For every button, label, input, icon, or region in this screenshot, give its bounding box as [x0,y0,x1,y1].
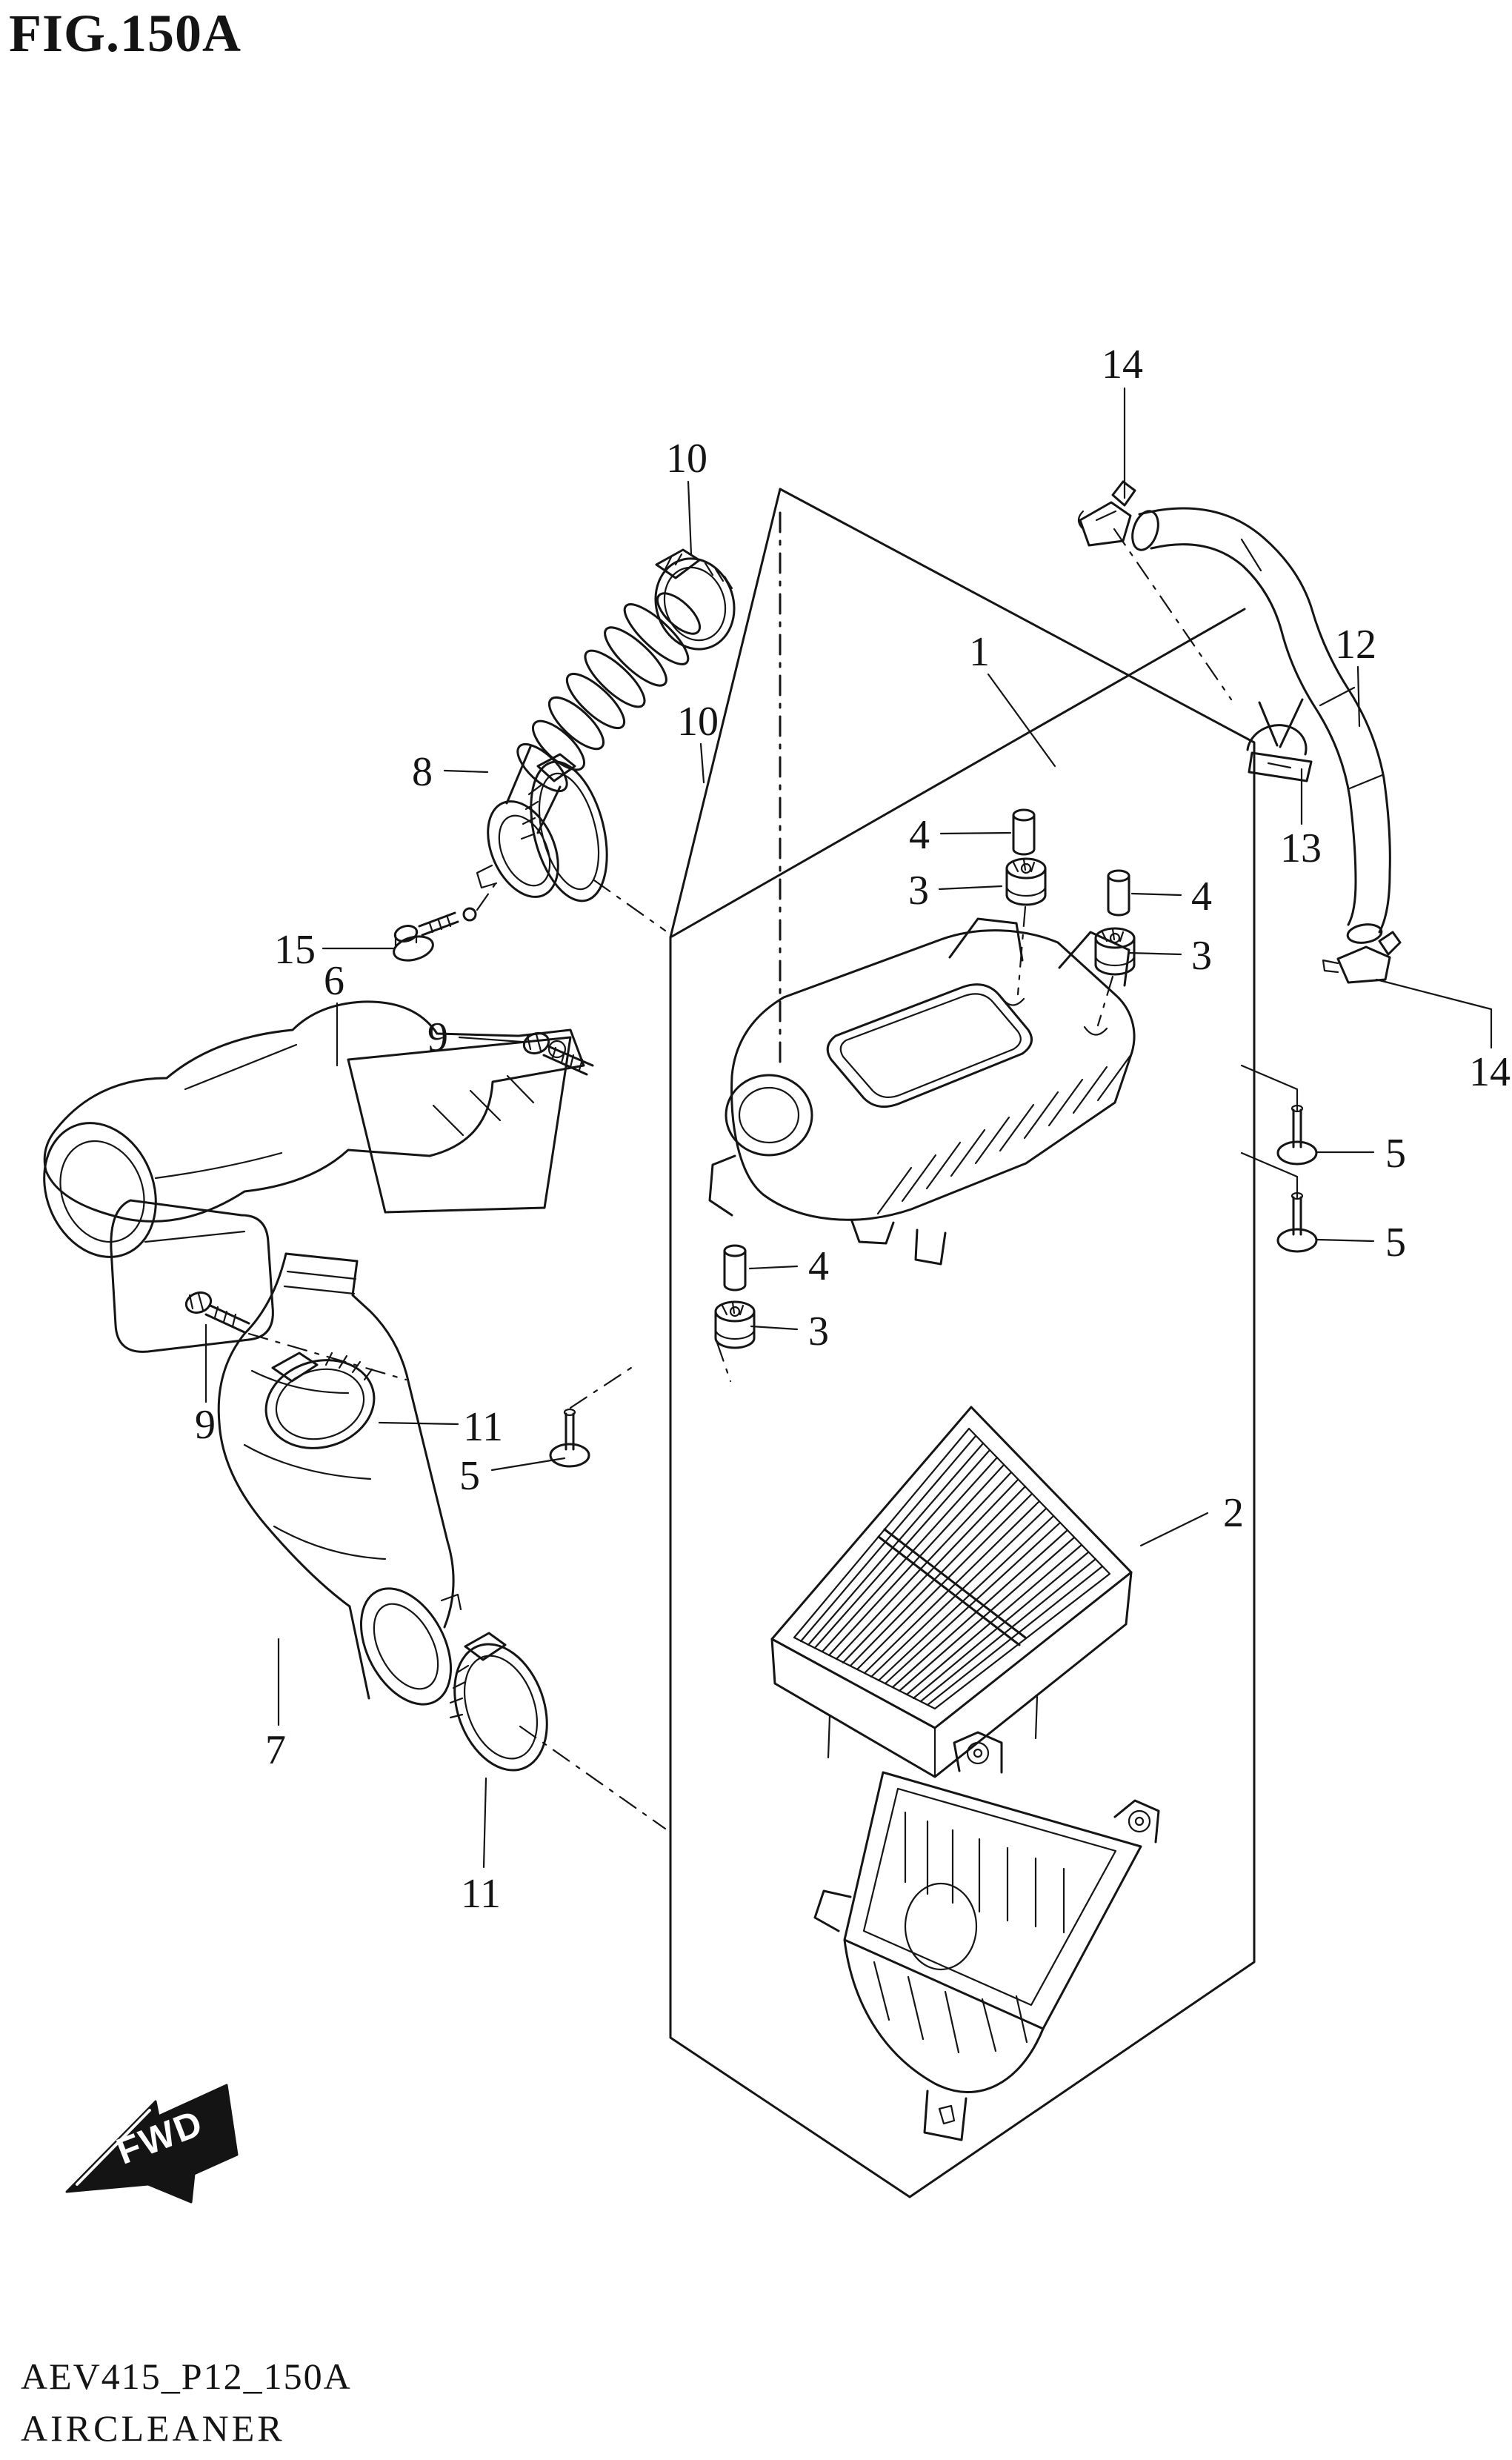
part-2-air-filter-element [770,1406,1133,1778]
part-15-bolt [393,907,477,962]
part-8-bellows-hose [476,592,702,898]
part-4-spacer-bottom [723,1244,747,1292]
cap-hatching [876,1053,1133,1215]
part-6-intake-duct [43,1000,585,1353]
callout-label-4: 4 [808,1243,829,1289]
locating-lines [247,528,1233,1830]
callout-leader-11 [378,1421,459,1426]
callout-label-3: 3 [808,1309,829,1354]
part-3-mount-right [1094,927,1136,976]
part-11-hose-clamp-lower [449,1632,548,1772]
callout-leader-11 [482,1777,487,1869]
callout-leader-8 [443,769,489,774]
part-14-clip-lower [1322,931,1402,984]
part-1-air-cleaner-upper-case [708,917,1136,1266]
part-7-elbow-hose [217,1252,462,1706]
drawing-name: AIRCLEANER [21,2407,285,2449]
drawing-code: AEV415_P12_150A [21,2356,352,2397]
filter-pleats [799,1435,1104,1706]
callout-leader-4 [939,831,1012,835]
assembly-box [669,488,1256,2198]
callout-leader-4 [748,1265,799,1270]
callout-leader-5 [490,1457,566,1472]
callout-label-9: 9 [195,1402,216,1448]
callout-label-9: 9 [427,1014,448,1060]
part-5-screw-right-lower [1276,1191,1318,1253]
shield-hatching [432,1074,535,1137]
callout-label-14: 14 [1469,1049,1511,1095]
callout-label-3: 3 [908,868,929,914]
case-wall-ribs [873,1961,1028,2054]
callout-label-15: 15 [274,927,316,973]
callout-label-4: 4 [909,812,930,858]
part-9-bolt-lower [184,1291,250,1334]
part-10-hose-clamp-upper [654,548,736,651]
callout-label-11: 11 [463,1404,503,1450]
case-inner-ribs [904,1811,1065,1934]
callout-label-3: 3 [1191,933,1212,979]
part-3-mount-bottom [714,1300,756,1349]
callout-leader-3 [1128,951,1182,956]
callout-label-10: 10 [666,436,707,482]
callout-label-5: 5 [459,1453,480,1499]
callout-label-1: 1 [969,629,990,675]
callout-leader-4 [1130,892,1182,897]
part-12-breather-hose [1131,507,1391,944]
callout-label-10: 10 [677,699,719,745]
figure-title: FIG.150A [9,4,242,63]
part-14-clip-upper [1077,480,1136,547]
part-4-spacer-left [1012,808,1036,856]
callout-leader-3 [750,1325,799,1331]
callout-leader-1 [987,673,1056,768]
callout-leader-10 [699,742,705,784]
callout-leader-9 [458,1036,523,1043]
part-4-spacer-right [1107,869,1130,917]
callout-label-4: 4 [1191,874,1212,920]
part-9-bolt-upper [522,1031,594,1076]
callout-label-7: 7 [265,1727,286,1773]
part-5-screw-left [549,1408,590,1468]
callout-label-13: 13 [1280,825,1322,871]
callout-label-6: 6 [324,958,344,1004]
footer: AEV415_P12_150A AIRCLEANER [21,2355,352,2450]
callout-label-14: 14 [1102,342,1143,388]
callout-leader-3 [938,885,1003,891]
air-cleaner-lower-case [813,1731,1160,2141]
callout-label-2: 2 [1223,1490,1244,1536]
part-3-mount-left [1005,857,1047,906]
callout-label-8: 8 [412,749,433,795]
callout-leader-12 [1356,665,1361,728]
callout-leader-2 [1139,1512,1209,1547]
callout-label-5: 5 [1385,1131,1406,1177]
callout-label-5: 5 [1385,1220,1406,1266]
part-11-hose-clamp-upper [264,1352,376,1449]
part-10-hose-clamp-lower [520,753,608,902]
callout-label-11: 11 [461,1871,501,1917]
callout-label-12: 12 [1335,622,1376,668]
part-5-screw-right-upper [1276,1104,1318,1166]
fwd-arrow: FWD [65,2084,239,2204]
callout-leader-5 [1316,1238,1375,1243]
callout-leader-10 [687,480,693,556]
callout-leader-14 [1375,978,1493,1049]
part-13-spring-clamp [1246,698,1313,782]
